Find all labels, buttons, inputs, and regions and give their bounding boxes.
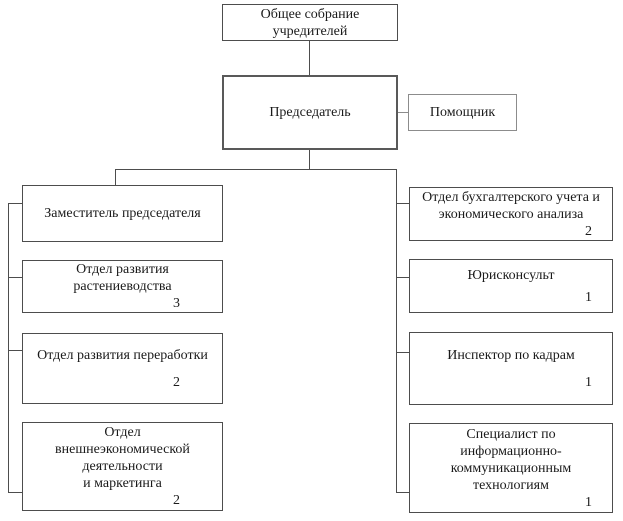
headcount: 3 <box>173 296 180 311</box>
connector-chairman-assistant-line <box>398 112 408 113</box>
connector-stub-deputy <box>8 203 22 204</box>
node-chairman: Председатель <box>222 75 398 150</box>
node-label: деятельности <box>82 459 163 474</box>
node-label: Председатель <box>269 105 351 120</box>
node-label: Инспектор по кадрам <box>447 347 575 363</box>
node-label: Специалист по <box>466 426 556 442</box>
node-label: внешнеэкономической <box>55 442 190 457</box>
connector-stub-legal-counsel <box>396 277 409 278</box>
node-label: учредителей <box>272 23 348 39</box>
connector-main-horizontal-line <box>115 169 397 170</box>
headcount: 2 <box>585 223 592 239</box>
node-label: технологиям <box>473 477 549 493</box>
node-legal-counsel: Юрисконсульт 1 <box>409 259 613 313</box>
connector-stub-foreign-dept <box>8 492 22 493</box>
connector-stub-processing-dept <box>8 350 22 351</box>
connector-chairman-down-line <box>309 150 310 169</box>
node-accounting-economic-analysis-dept: Отдел бухгалтерского учета и экономическ… <box>409 187 613 241</box>
connector-stub-accounting-dept <box>396 203 409 204</box>
node-label: и маркетинга <box>83 476 162 491</box>
node-hr-inspector: Инспектор по кадрам 1 <box>409 332 613 405</box>
headcount: 2 <box>173 493 180 508</box>
connector-right-trunk-line <box>396 169 397 493</box>
headcount: 2 <box>173 374 180 390</box>
node-label: Отдел развития <box>76 262 169 277</box>
connector-stub-ict-specialist <box>396 492 409 493</box>
node-assistant: Помощник <box>408 94 517 131</box>
node-label: растениеводства <box>73 279 172 294</box>
node-processing-development-dept: Отдел развития переработки 2 <box>22 333 223 404</box>
node-label: Отдел бухгалтерского учета и <box>422 189 600 205</box>
connector-stub-crop-dept <box>8 277 22 278</box>
connector-left-trunk-line <box>8 203 9 493</box>
connector-deputy-drop-line <box>115 169 116 185</box>
node-label: Общее собрание <box>260 6 360 22</box>
node-general-meeting: Общее собрание учредителей <box>222 4 398 41</box>
connector-founders-chairman-line <box>309 41 310 75</box>
node-label: Заместитель председателя <box>44 206 201 221</box>
node-label: Отдел <box>104 425 141 440</box>
node-crop-development-dept: Отдел развития растениеводства 3 <box>22 260 223 313</box>
node-label: Юрисконсульт <box>467 267 555 283</box>
node-label: информационно- <box>460 443 562 459</box>
connector-stub-hr-inspector <box>396 352 409 353</box>
node-ict-specialist: Специалист по информационно- коммуникаци… <box>409 423 613 513</box>
node-foreign-economic-marketing-dept: Отдел внешнеэкономической деятельности и… <box>22 422 223 511</box>
node-label: экономического анализа <box>438 206 584 222</box>
headcount: 1 <box>585 374 592 390</box>
headcount: 1 <box>585 289 592 305</box>
node-label: Помощник <box>429 105 496 120</box>
headcount: 1 <box>585 494 592 510</box>
node-label: коммуникационным <box>450 460 572 476</box>
node-deputy-chairman: Заместитель председателя <box>22 185 223 242</box>
node-label: Отдел развития переработки <box>37 347 208 363</box>
